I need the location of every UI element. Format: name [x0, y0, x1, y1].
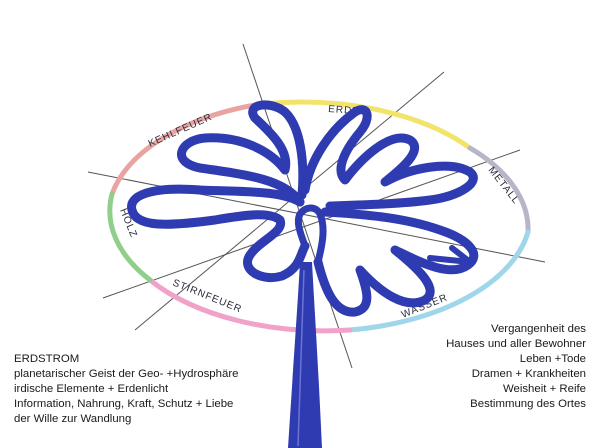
left-caption-line: Information, Nahrung, Kraft, Schutz + Li… [14, 397, 238, 412]
right-caption: Vergangenheit des Hauses und aller Bewoh… [446, 322, 586, 412]
stream-loop-left [132, 189, 305, 277]
stream-arrowhead [430, 248, 470, 262]
stream-trunk [288, 262, 322, 448]
left-caption-line: irdische Elemente + Erdenlicht [14, 382, 238, 397]
right-caption-line: Bestimmung des Ortes [446, 397, 586, 412]
right-caption-line: Vergangenheit des [446, 322, 586, 337]
ring-segment-metall [470, 148, 528, 232]
left-caption-line: planetarischer Geist der Geo- +Hydrosphä… [14, 367, 238, 382]
stream-trunk-body [288, 262, 322, 448]
ring-label-kehlfeuer: KEHLFEUER [147, 112, 215, 150]
stream-loop-upper-right [305, 110, 473, 206]
right-caption-line: Leben +Tode [446, 352, 586, 367]
left-caption-title: ERDSTROM [14, 352, 238, 367]
right-caption-line: Dramen + Krankheiten [446, 367, 586, 382]
left-caption-line: der Wille zur Wandlung [14, 412, 238, 427]
right-caption-line: Hauses und aller Bewohner [446, 337, 586, 352]
right-caption-line: Weisheit + Reife [446, 382, 586, 397]
left-caption: ERDSTROM planetarischer Geist der Geo- +… [14, 352, 238, 427]
